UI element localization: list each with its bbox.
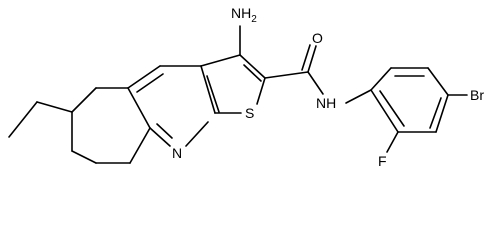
- bond-pyridine-1: [129, 127, 151, 164]
- bond-thiophene-2: [239, 54, 266, 79]
- amide-nh-label: NH: [316, 95, 336, 111]
- bond-aryl-3: [427, 67, 449, 96]
- bond-thiophene-3: [256, 77, 266, 105]
- structure-canvas: NH2 O NH N S Br F: [8, 5, 484, 169]
- bond-ring-fusion-inner: [206, 75, 220, 113]
- bond-ring-fusion: [200, 65, 216, 114]
- atom-labels: NH2 O NH N S Br F: [172, 5, 484, 169]
- bond-pyridine-6: [185, 121, 209, 147]
- bond-amide-n: [307, 71, 324, 95]
- bond-pyridine-3: [127, 65, 161, 89]
- bond-pyridine-3-inner: [136, 73, 164, 93]
- bond-thiophene-2-inner: [243, 64, 262, 82]
- thiophene-sulfur-label: S: [245, 105, 254, 121]
- ring-nitrogen-label: N: [172, 145, 182, 161]
- bond-lines: [8, 25, 468, 164]
- bond-pyridine-5: [149, 127, 171, 147]
- amine-label: NH2: [231, 5, 257, 25]
- bond-aryl-4-inner: [429, 97, 442, 129]
- bond-thiophene-1: [200, 54, 241, 67]
- bond-aryl-6: [370, 89, 399, 133]
- bond-carbonyl: [307, 45, 317, 73]
- bond-aryl-6-inner: [379, 90, 405, 127]
- bond-cyclohexane-1: [71, 87, 97, 113]
- chemical-structure-drawing: NH2 O NH N S Br F: [8, 5, 484, 169]
- bond-pyridine-2: [127, 87, 151, 129]
- fluorine-label: F: [378, 153, 387, 169]
- bond-aryl-1: [370, 67, 392, 91]
- carbonyl-oxygen-label: O: [312, 30, 323, 46]
- bromine-label: Br: [470, 87, 484, 103]
- bond-cyclohexane-4: [71, 150, 97, 164]
- bond-ethyl-terminal: [8, 101, 38, 138]
- bond-fluorine: [386, 131, 399, 153]
- bond-n-aryl: [345, 89, 372, 104]
- bond-pyridine-5-inner: [156, 123, 173, 139]
- bond-amide-carbon: [264, 71, 309, 79]
- bond-aryl-4: [435, 94, 449, 133]
- bond-carbonyl-inner: [301, 44, 311, 71]
- bond-ethyl-ch2: [36, 101, 73, 113]
